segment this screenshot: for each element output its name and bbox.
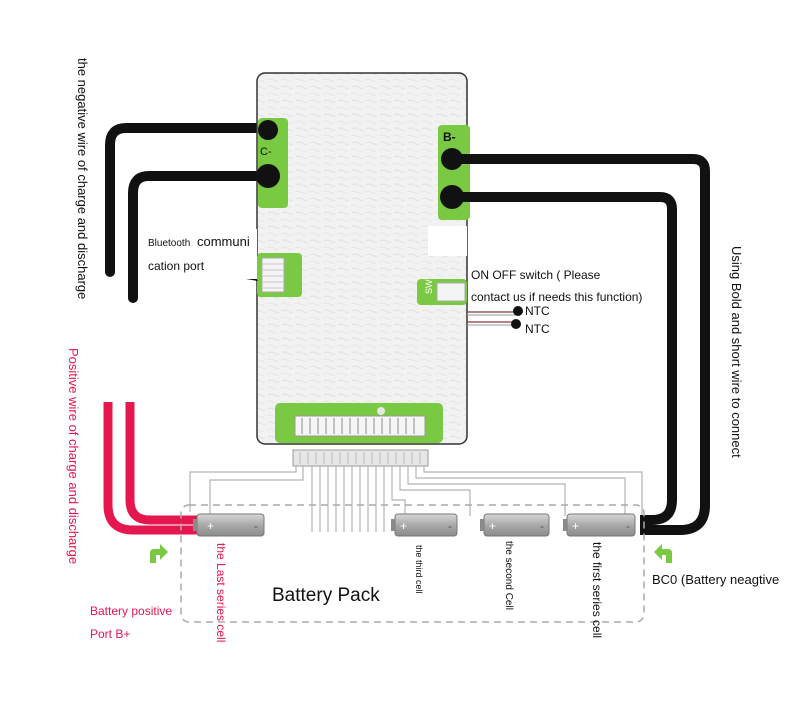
cell-last: + - <box>193 513 265 537</box>
ntc-label-2: NTC <box>525 322 550 336</box>
battery-positive-label-line2: Port B+ <box>90 627 130 641</box>
battery-positive-label-line1: Battery positive <box>90 604 172 618</box>
svg-text:+: + <box>572 519 579 533</box>
b-minus-label: B- <box>443 130 456 144</box>
arrow-icon-left <box>150 544 168 563</box>
b-minus-wire-outer <box>452 154 710 535</box>
ntc-sensor-1 <box>513 306 523 316</box>
battery-pack-label: Battery Pack <box>272 585 380 606</box>
on-off-label-line1: ON OFF switch ( Please <box>471 268 601 282</box>
ntc-label-1: NTC <box>525 304 550 318</box>
balance-plug <box>292 449 429 467</box>
balance-plug-lines <box>299 452 421 464</box>
board-gap <box>428 226 467 256</box>
bluetooth-port-socket <box>261 257 285 293</box>
c-minus-terminal-2 <box>256 164 280 188</box>
sw-label: SW <box>424 279 434 294</box>
cell-third: + - <box>391 513 458 537</box>
bluetooth-label-rest: communi <box>197 234 250 249</box>
cell-first: + - <box>563 513 636 537</box>
arrow-icon-right <box>654 544 672 563</box>
positive-wire-label: Positive wire of charge and discharge <box>66 348 81 564</box>
sw-switch-socket <box>436 282 466 302</box>
svg-text:-: - <box>540 519 544 533</box>
svg-text:+: + <box>400 519 407 533</box>
positive-wire-outer <box>103 402 205 535</box>
bluetooth-label-bg <box>143 229 257 279</box>
balance-connector-socket <box>294 415 426 437</box>
negative-wire-label: the negative wire of charge and discharg… <box>75 58 90 299</box>
balance-wires <box>189 466 643 532</box>
cell-second: + - <box>480 513 550 537</box>
first-cell-label: the first series cell <box>590 542 604 638</box>
negative-wire-outer <box>105 123 273 277</box>
on-off-label-line2: contact us if needs this function) <box>471 290 642 304</box>
bluetooth-label-small: Bluetooth <box>148 238 190 249</box>
bc0-label: BC0 (Battery neagtive <box>652 572 779 587</box>
using-bold-wire-label: Using Bold and short wire to connect <box>729 246 744 458</box>
balance-connector-hole <box>377 407 385 415</box>
ntc-sensor-2 <box>511 319 521 329</box>
negative-wire-inner <box>128 171 275 303</box>
svg-text:-: - <box>448 519 452 533</box>
balance-connector-pins <box>301 418 415 434</box>
svg-text:-: - <box>254 519 258 533</box>
svg-text:-: - <box>626 519 630 533</box>
last-cell-label: the Last series cell <box>214 543 228 642</box>
svg-text:+: + <box>207 519 214 533</box>
third-cell-label: the third cell <box>414 545 424 594</box>
positive-wire-inner <box>125 402 205 525</box>
c-minus-label: C- <box>260 146 272 158</box>
battery-pack-outline <box>180 504 645 623</box>
bluetooth-port-pins <box>262 263 284 289</box>
svg-text:+: + <box>489 519 496 533</box>
b-minus-wire-inner <box>452 192 677 525</box>
second-cell-label: the second Cell <box>503 541 514 610</box>
bluetooth-label-line2: cation port <box>148 259 205 273</box>
c-minus-terminal-1 <box>258 120 278 140</box>
